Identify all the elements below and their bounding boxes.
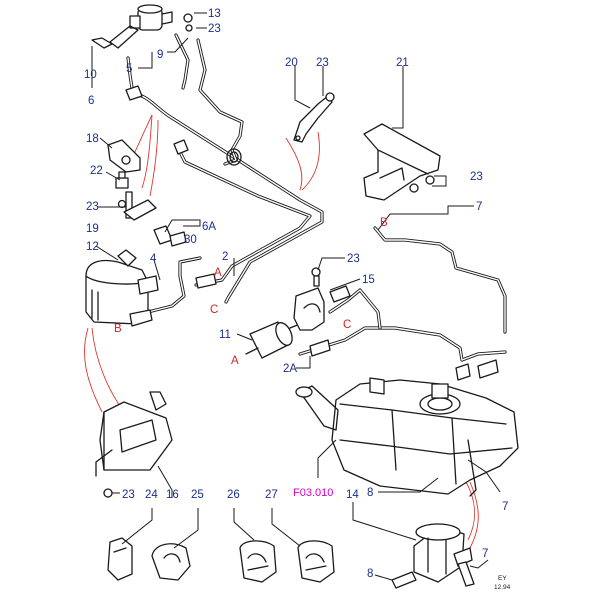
part-number-23-bottom: 23 xyxy=(122,489,135,501)
stud-bracket-19 xyxy=(117,191,157,221)
part-number-10: 10 xyxy=(84,69,97,81)
part-number-15: 15 xyxy=(362,274,375,286)
part-number-4: 4 xyxy=(150,253,157,265)
part-number-26: 26 xyxy=(227,489,240,501)
purge-solenoid-13 xyxy=(91,4,193,49)
part-number-23-right: 23 xyxy=(470,171,483,183)
connector-6a-clip-30 xyxy=(153,225,187,247)
pipe-coil-loop xyxy=(226,148,242,166)
bolt-22 xyxy=(115,171,129,189)
connection-letters: A C B B C A xyxy=(114,217,388,367)
stamp-line-2: 12.94 xyxy=(494,584,511,591)
part-number-23-top: 23 xyxy=(208,23,221,35)
connection-a-filter: A xyxy=(231,355,239,367)
part-number-2a: 2A xyxy=(283,363,297,375)
hose-8-bottom xyxy=(391,571,417,589)
clip-25 xyxy=(151,543,191,581)
part-number-8-tank: 8 xyxy=(367,487,373,499)
part-number-6a: 6A xyxy=(202,221,216,233)
part-number-22: 22 xyxy=(90,165,103,177)
part-number-7-tank: 7 xyxy=(502,501,508,513)
part-number-2: 2 xyxy=(222,251,228,263)
mounting-bracket-21 xyxy=(363,123,441,201)
part-number-16: 16 xyxy=(166,489,179,501)
part-number-23-bracket: 23 xyxy=(316,57,329,69)
part-number-19: 19 xyxy=(86,223,99,235)
fuel-tank xyxy=(295,377,519,497)
connection-b-left: B xyxy=(114,323,122,335)
leader-lines xyxy=(91,12,501,581)
stamp-line-1: EY xyxy=(498,575,507,582)
part-number-23-mid: 23 xyxy=(347,253,360,265)
part-number-13: 13 xyxy=(208,8,221,20)
fuel-pipe-routing xyxy=(126,33,507,362)
part-number-6: 6 xyxy=(88,95,94,107)
drawing-stamp: EY 12.94 xyxy=(494,575,511,591)
part-number-5: 5 xyxy=(126,63,132,75)
part-number-23-left: 23 xyxy=(86,201,99,213)
part-number-8-bottom: 8 xyxy=(367,568,373,580)
part-number-20: 20 xyxy=(285,57,298,69)
part-number-24: 24 xyxy=(145,489,158,501)
diagram-reference-code: F03.010 xyxy=(293,487,333,499)
connection-c-upper: C xyxy=(210,304,218,316)
part-number-labels: 13 23 9 5 10 6 20 23 21 18 22 23 19 6A 3… xyxy=(84,8,508,580)
connection-b-right: B xyxy=(380,217,388,229)
pipe-clip-20 xyxy=(293,92,335,143)
part-number-30: 30 xyxy=(184,234,197,246)
part-number-14: 14 xyxy=(346,489,359,501)
part-number-7-top: 7 xyxy=(476,201,482,213)
clip-27 xyxy=(297,540,335,583)
bracket-18 xyxy=(107,139,141,173)
hose-7-bottom xyxy=(457,561,475,587)
part-number-12: 12 xyxy=(86,241,99,253)
part-number-25: 25 xyxy=(191,489,204,501)
connection-a-upper: A xyxy=(214,267,222,279)
fuel-filter-11 xyxy=(245,321,301,359)
part-number-11: 11 xyxy=(219,329,231,341)
hose-fittings xyxy=(125,85,499,381)
charcoal-canister-12 xyxy=(85,249,159,327)
part-number-7-bottom: 7 xyxy=(482,548,488,560)
clip-24 xyxy=(107,537,133,581)
clip-26 xyxy=(239,540,277,583)
canister-bracket-16 xyxy=(95,391,173,498)
part-number-21: 21 xyxy=(396,57,409,69)
part-number-9: 9 xyxy=(157,49,163,61)
clip-15 xyxy=(293,267,325,331)
part-number-18: 18 xyxy=(86,133,99,145)
part-number-27: 27 xyxy=(265,489,278,501)
connection-c-mid: C xyxy=(343,319,351,331)
